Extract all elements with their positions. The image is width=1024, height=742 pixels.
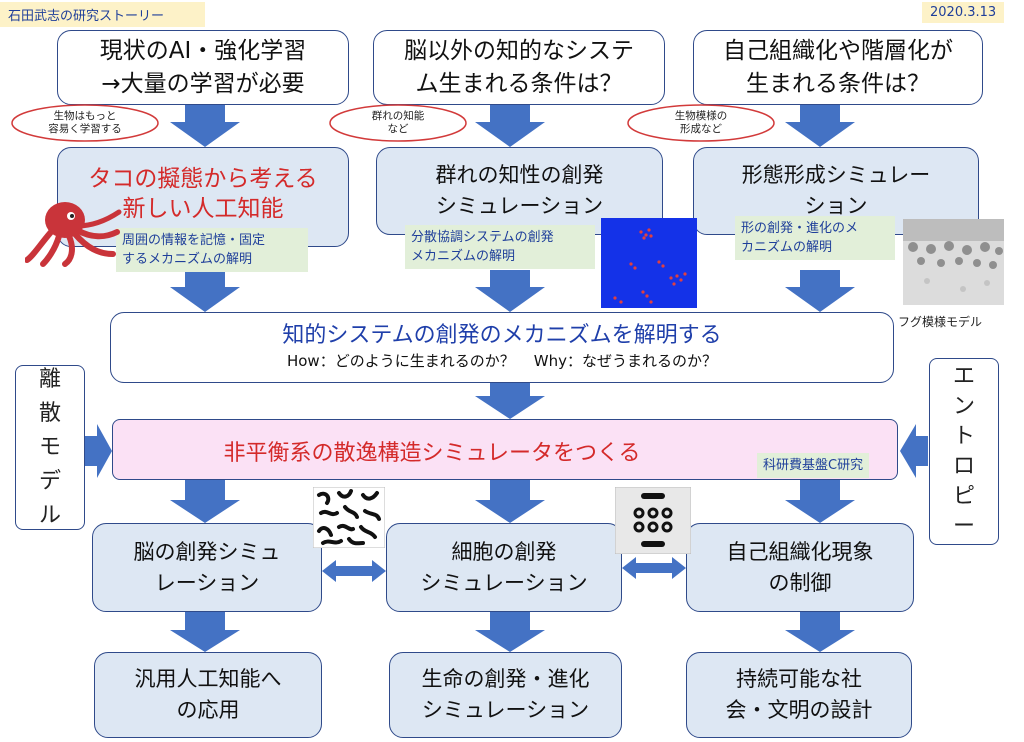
turing-pattern-image: [313, 487, 385, 548]
double-arrow: [622, 557, 686, 579]
arrow-down: [475, 270, 545, 312]
cell-emergence-box: 細胞の創発シミュレーション: [386, 523, 622, 612]
sustainable-society-box: 持続可能な社会・文明の設計: [686, 652, 912, 738]
general-ai-box: 汎用人工知能への応用: [94, 652, 322, 738]
entropy-box: エントロピー: [929, 358, 999, 545]
discrete-model-box: 離散モデル: [15, 365, 85, 530]
author-tag: 石田武志の研究ストーリー: [0, 2, 205, 27]
emergence-mechanism-box: 知的システムの創発のメカニズムを解明する How：どのように生まれるのか？ Wh…: [110, 312, 894, 383]
speech-bubble: 群れの知能など: [328, 103, 468, 143]
arrow-down: [170, 270, 240, 312]
self-organization-box: 自己組織化や階層化が生まれる条件は？: [693, 30, 983, 105]
arrow-down: [785, 105, 855, 147]
arrow-down: [170, 480, 240, 523]
arrow-down: [475, 383, 545, 419]
arrow-down: [475, 105, 545, 147]
double-arrow: [322, 560, 386, 582]
octopus-image: [25, 202, 122, 267]
arrow-down: [475, 612, 545, 652]
speech-bubble: 生物はもっと容易く学習する: [10, 103, 160, 143]
memory-mechanism-note: 周囲の情報を記憶・固定するメカニズムの解明: [116, 228, 308, 272]
intelligent-system-box: 脳以外の知的なシステム生まれる条件は？: [373, 30, 665, 105]
grant-note: 科研費基盤C研究: [757, 453, 870, 478]
arrow-right: [85, 424, 112, 478]
life-evolution-box: 生命の創発・進化シミュレーション: [389, 652, 622, 738]
simulator-title: 非平衡系の散逸構造シミュレータをつくる: [223, 441, 641, 466]
center-title: 知的システムの創発のメカニズムを解明する: [282, 322, 722, 348]
speech-bubble: 生物模様の形成など: [626, 103, 776, 143]
arrow-left: [900, 424, 928, 478]
pufferfish-caption: フグ模様モデル: [898, 315, 983, 329]
arrow-down: [785, 270, 855, 312]
distributed-system-note: 分散協調システムの創発メカニズムの解明: [405, 225, 595, 269]
pufferfish-pattern-image: [903, 219, 1004, 305]
arrow-down: [170, 612, 240, 652]
arrow-down: [785, 612, 855, 652]
brain-emergence-box: 脳の創発シミュレーション: [92, 523, 322, 612]
date-tag: 2020.3.13: [922, 2, 1005, 23]
cell-pattern-image: [615, 487, 691, 554]
arrow-down: [785, 480, 855, 523]
swarm-simulation-image: [601, 218, 697, 308]
shape-emergence-note: 形の創発・進化のメカニズムの解明: [735, 216, 895, 260]
arrow-down: [170, 105, 240, 147]
arrow-down: [475, 480, 545, 523]
current-ai-box: 現状のAI・強化学習→大量の学習が必要: [57, 30, 349, 105]
self-organization-control-box: 自己組織化現象の制御: [686, 523, 914, 612]
